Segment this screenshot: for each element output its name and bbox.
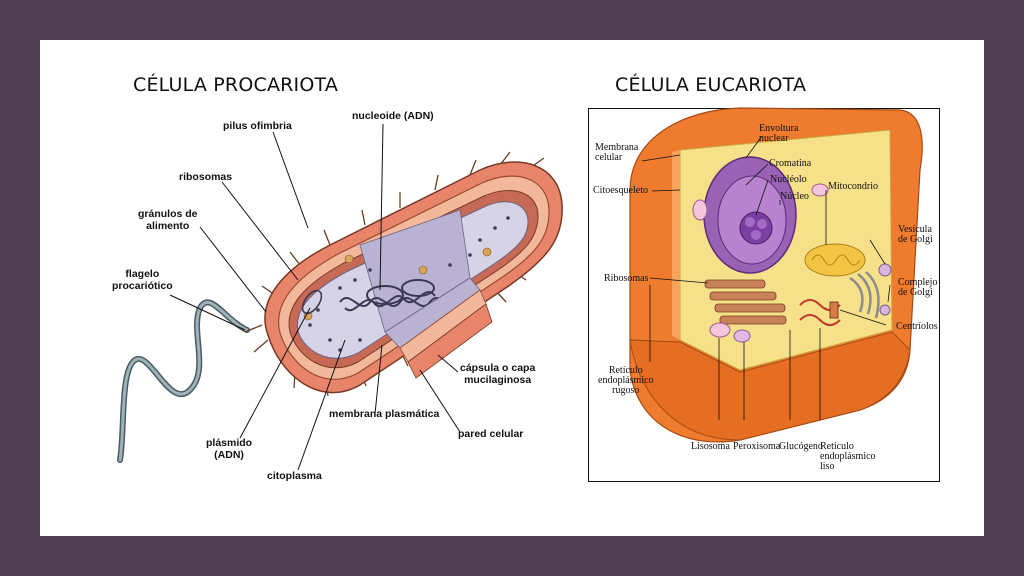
label-peroxisome: Peroxisoma <box>733 441 781 452</box>
label-flagellum-line1: flagelo <box>125 268 160 280</box>
label-plasmid-line2: (ADN) <box>214 449 244 461</box>
label-plasmid-line1: plásmido <box>206 437 253 449</box>
label-ribosomes: ribosomas <box>179 171 233 183</box>
rough-er <box>704 279 787 325</box>
plasmid <box>301 289 323 315</box>
label-granules-line1: gránulos de <box>138 208 198 220</box>
label-golgi-vesicle: Vesícula de Golgi <box>898 225 933 245</box>
label-cytoplasm: citoplasma <box>267 470 322 482</box>
label-smooth-er-line1: Retículo <box>820 441 854 452</box>
label-granules-line2: alimento <box>146 220 190 232</box>
label-plasmid: plásmido (ADN) <box>206 437 252 461</box>
eukaryote-leader-lines <box>641 135 891 420</box>
label-golgi-vesicle-line1: Vesícula <box>898 224 932 235</box>
food-granules <box>303 247 492 321</box>
label-pilus: pilus ofimbria <box>223 120 292 132</box>
label-envelope-line1: Envoltura <box>759 123 799 134</box>
label-cell-membrane-line2: celular <box>595 152 623 163</box>
label-flagellum: flagelo procariótico <box>112 268 173 292</box>
label-cytoskeleton: Citoesqueleto <box>593 185 648 196</box>
label-golgi-complex: Complejo de Golgi <box>898 278 937 298</box>
label-nucleolus: Nucléolo <box>770 174 807 185</box>
label-eu-ribosomes: Ribosomas <box>604 273 649 284</box>
label-lysosome: Lisosoma <box>691 441 730 452</box>
label-nucleoid: nucleoide (ADN) <box>352 110 434 122</box>
label-mitochondrion: Mitocondrio <box>828 181 878 192</box>
prokaryote-leader-lines <box>169 123 461 471</box>
peroxisome <box>733 329 751 343</box>
label-envelope-line2: nuclear <box>759 133 789 144</box>
label-rough-er-line3: rugoso <box>612 385 640 396</box>
label-flagellum-line2: procariótico <box>112 280 173 292</box>
label-smooth-er: Retículo endoplásmico liso <box>820 442 876 472</box>
label-chromatin: Cromatina <box>769 158 812 169</box>
label-rough-er-line2: endoplásmico <box>598 375 654 386</box>
label-smooth-er-line2: endoplásmico <box>820 451 876 462</box>
label-golgi-complex-line1: Complejo <box>898 277 938 288</box>
label-cell-membrane: Membrana celular <box>595 143 638 163</box>
label-capsule: cápsula o capa mucilaginosa <box>460 362 535 386</box>
label-smooth-er-line3: liso <box>820 461 835 472</box>
label-nucleus: Núcleo <box>780 191 809 202</box>
prokaryote-illustration <box>117 123 563 471</box>
centrioles <box>829 301 839 319</box>
label-cell-membrane-line1: Membrana <box>595 142 639 153</box>
label-capsule-line1: cápsula o capa <box>460 362 536 374</box>
label-envelope: Envoltura nuclear <box>759 124 798 144</box>
label-rough-er: Retículo endoplásmico rugoso <box>598 366 654 396</box>
label-rough-er-line1: Retículo <box>608 365 643 376</box>
lysosome <box>709 322 731 338</box>
eukaryote-illustration <box>629 107 923 443</box>
prokaryote-title: CÉLULA PROCARIOTA <box>133 74 339 96</box>
label-membrane: membrana plasmática <box>329 408 440 420</box>
golgi-vesicle <box>878 263 892 277</box>
label-golgi-complex-line2: de Golgi <box>898 287 933 298</box>
label-capsule-line2: mucilaginosa <box>464 374 532 386</box>
golgi-complex <box>849 271 880 319</box>
eukaryote-title: CÉLULA EUCARIOTA <box>615 74 807 96</box>
label-granules: gránulos de alimento <box>138 208 198 232</box>
slide: CÉLULA PROCARIOTA CÉLULA EUCARIOTA <box>40 40 984 536</box>
label-glycogen: Glucógeno <box>779 441 823 452</box>
mitochondrion <box>804 243 866 277</box>
label-wall: pared celular <box>458 428 524 440</box>
label-centrioles: Centríolos <box>896 321 938 332</box>
label-golgi-vesicle-line2: de Golgi <box>898 234 933 245</box>
